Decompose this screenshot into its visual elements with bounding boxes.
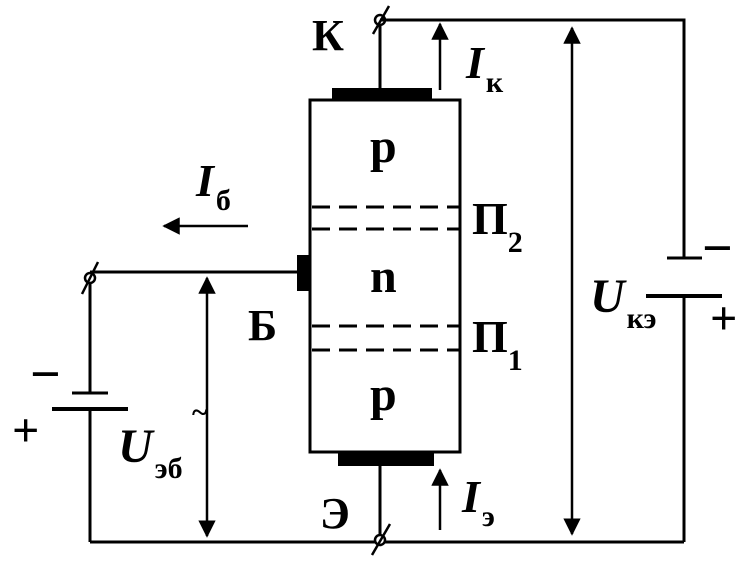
base-current-label: Iб	[195, 155, 231, 217]
region-top-label: p	[370, 120, 397, 173]
voltage-ke-label: Uкэ	[590, 270, 657, 335]
collector-contact	[332, 88, 432, 100]
base-contact	[297, 255, 310, 291]
voltage-eb-label: Uэб	[118, 420, 183, 485]
emitter-current-label: Iэ	[461, 471, 495, 533]
collector-wire	[380, 18, 686, 258]
base-label: Б	[248, 301, 277, 350]
left-battery-plus: +	[12, 404, 39, 457]
right-battery-plus: +	[710, 292, 737, 345]
base-terminal-slash	[80, 261, 100, 295]
emitter-contact	[338, 452, 434, 466]
tilde-mark: ~	[192, 396, 208, 429]
junction-p1-label: П1	[472, 311, 523, 377]
collector-label: К	[312, 11, 344, 60]
right-battery-minus: −	[702, 218, 733, 278]
region-bottom-label: p	[370, 368, 397, 421]
junction-p2-label: П2	[472, 193, 523, 259]
left-battery-minus: −	[30, 344, 61, 404]
region-middle-label: n	[370, 250, 397, 303]
emitter-label: Э	[320, 489, 350, 538]
emitter-terminal-slash	[370, 523, 392, 556]
collector-current-label: Iк	[465, 37, 504, 99]
